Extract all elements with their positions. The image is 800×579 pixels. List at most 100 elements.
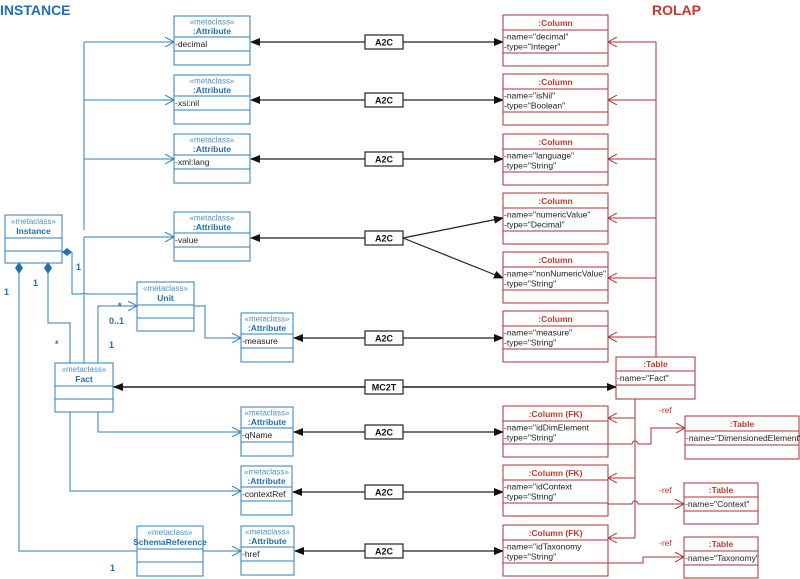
stereotype-label: «metaclass» xyxy=(62,365,107,374)
svg-text:A2C: A2C xyxy=(375,155,394,165)
attribute-box[interactable]: «metaclass»:Attribute-xsi:nil xyxy=(173,74,251,125)
composition-diamond-unit xyxy=(62,248,72,256)
attribute-box[interactable]: «metaclass»:Attribute -contextRef xyxy=(240,465,293,516)
column-name-attr: -name="idDimElement xyxy=(504,423,590,433)
column-box[interactable]: :Column-name="language"-type="String" xyxy=(502,133,609,186)
attribute-box[interactable]: «metaclass»:Attribute-decimal xyxy=(173,15,251,66)
attribute-box[interactable]: «metaclass»:Attribute-qName xyxy=(240,406,294,457)
column-boxes: :Column-name="decimal"-type="Integer" :Co… xyxy=(502,14,609,577)
svg-text:A2C: A2C xyxy=(375,38,394,48)
column-name: :Column (FK) xyxy=(529,468,583,478)
table-name: :Table xyxy=(730,419,755,429)
svg-text:A2C: A2C xyxy=(375,428,394,438)
mult-instance-fact-star: * xyxy=(55,339,59,349)
mult-instance-unit: 1 xyxy=(76,262,81,272)
fk-column-box[interactable]: :Column (FK)-name="idTaxonomy-type="Stri… xyxy=(502,524,609,577)
column-name-attr: -name="nonNumericValue" xyxy=(504,269,606,279)
column-type-attr: -type="String" xyxy=(504,552,556,562)
a2c-box[interactable]: A2C xyxy=(364,151,404,167)
column-name-attr: -name="numericValue" xyxy=(504,210,590,220)
metaclass-schemareference[interactable]: «metaclass» SchemaReference xyxy=(133,525,207,577)
a2c-value xyxy=(250,215,504,279)
column-name-attr: -name="idContext xyxy=(504,482,573,492)
link-fact-unit xyxy=(97,306,137,363)
table-name: :Table xyxy=(643,359,668,369)
attribute-class-name: :Attribute xyxy=(193,222,232,232)
class-name: Fact xyxy=(75,374,93,384)
attribute-class-name: :Attribute xyxy=(248,417,287,427)
metaclass-fact[interactable]: «metaclass» Fact xyxy=(54,362,114,413)
column-box[interactable]: :Column-name="decimal"-type="Integer" xyxy=(502,14,609,67)
ref-label-context: -ref xyxy=(659,485,672,495)
mult-fact-unit-1: 1 xyxy=(109,340,114,350)
attribute-value: -decimal xyxy=(175,39,207,49)
svg-text:A2C: A2C xyxy=(375,96,394,106)
column-name: :Column (FK) xyxy=(529,409,583,419)
link-fact-qname xyxy=(97,412,241,432)
table-taxonomy[interactable]: :Table -name="Taxonomy" xyxy=(683,536,759,579)
column-name-attr: -name="idTaxonomy xyxy=(504,542,582,552)
svg-text:A2C: A2C xyxy=(375,334,394,344)
svg-text:MC2T: MC2T xyxy=(372,383,397,393)
column-name: :Column xyxy=(538,255,572,265)
table-attr: -name="DimensionedElement" xyxy=(686,433,800,443)
attribute-box[interactable]: «metaclass»:Attribute-value xyxy=(173,211,251,262)
table-context[interactable]: :Table -name="Context" xyxy=(683,482,759,525)
a2c-box[interactable]: A2C xyxy=(364,484,404,500)
column-name: :Column xyxy=(538,137,572,147)
column-box[interactable]: :Column-name="numericValue"-type="Decima… xyxy=(502,192,609,245)
a2c-box[interactable]: A2C xyxy=(364,92,404,108)
attribute-value: -measure xyxy=(242,336,278,346)
ref-dimelement xyxy=(608,428,685,445)
column-name-attr: -name="isNil" xyxy=(504,91,555,101)
a2c-box[interactable]: A2C xyxy=(364,543,404,559)
attribute-box[interactable]: «metaclass»:Attribute-href xyxy=(240,525,295,576)
column-box[interactable]: :Column-name="nonNumericValue"-type="Str… xyxy=(502,251,609,304)
attribute-class-name: :Attribute xyxy=(248,323,287,333)
column-box[interactable]: :Column-name="measure"-type="String" xyxy=(502,310,609,363)
column-name: :Column xyxy=(538,77,572,87)
column-box[interactable]: :Column -name="isNil"-type="Boolean" xyxy=(502,73,609,126)
column-type-attr: -type="String" xyxy=(504,161,556,171)
table-name: :Table xyxy=(709,539,734,549)
attribute-class-name: :Attribute xyxy=(193,85,232,95)
mult-unit-star: * xyxy=(118,301,122,311)
ref-taxonomy xyxy=(608,557,684,564)
column-name-attr: -name="decimal" xyxy=(504,32,568,42)
attribute-value: -href xyxy=(242,549,260,559)
svg-text:A2C: A2C xyxy=(375,488,394,498)
link-unit-measure xyxy=(194,305,241,338)
column-name: :Column xyxy=(538,314,572,324)
stereotype-label: «metaclass» xyxy=(11,217,56,226)
attribute-class-name: :Attribute xyxy=(247,476,286,486)
ref-label-dimelement: -ref xyxy=(659,405,672,415)
a2c-box[interactable]: A2C xyxy=(364,230,404,246)
stereotype-label: «metaclass» xyxy=(143,284,188,293)
mc2t-box[interactable]: MC2T xyxy=(364,379,404,395)
a2c-box[interactable]: A2C xyxy=(364,424,404,440)
class-name: SchemaReference xyxy=(133,537,207,547)
table-fact[interactable]: :Table -name="Fact" xyxy=(615,356,696,400)
metaclass-instance[interactable]: «metaclass» Instance xyxy=(4,214,63,264)
column-type-attr: -type="Boolean" xyxy=(504,101,565,111)
stereotype-label: «metaclass» xyxy=(245,315,290,324)
attribute-box[interactable]: «metaclass»:Attribute-xml:lang xyxy=(173,133,251,184)
a2c-box[interactable]: A2C xyxy=(364,330,404,346)
attribute-value: -contextRef xyxy=(242,489,286,499)
stereotype-label: «metaclass» xyxy=(244,468,289,477)
table-attr: -name="Fact" xyxy=(617,373,669,383)
link-instance-fact xyxy=(47,268,71,363)
metaclass-unit[interactable]: «metaclass» Unit xyxy=(136,281,195,332)
class-name: Instance xyxy=(16,226,51,236)
attribute-box[interactable]: «metaclass»:Attribute -measure xyxy=(240,312,294,363)
table-attr: -name="Context" xyxy=(685,499,749,509)
table-dimensionedelement[interactable]: :Table -name="DimensionedElement" xyxy=(684,415,800,460)
attribute-value: -xml:lang xyxy=(175,157,210,167)
fk-column-box[interactable]: :Column (FK) -name="idDimElement-type="St… xyxy=(502,405,609,458)
column-type-attr: -type="Decimal" xyxy=(504,220,565,230)
column-name-attr: -name="measure" xyxy=(504,328,572,338)
a2c-box[interactable]: A2C xyxy=(364,34,404,50)
fk-column-box[interactable]: :Column (FK)-name="idContext-type="Strin… xyxy=(502,464,609,517)
column-type-attr: -type="String" xyxy=(504,433,556,443)
